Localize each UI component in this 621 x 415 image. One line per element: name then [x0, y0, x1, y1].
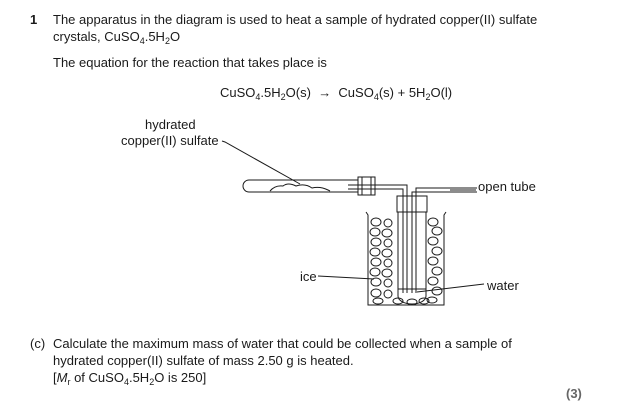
label-open-tube: open tube	[478, 179, 536, 194]
ice-cubes-right	[426, 217, 443, 304]
bung-left	[357, 176, 376, 196]
marks: (3)	[566, 386, 582, 401]
part-c-letter: (c)	[30, 336, 46, 351]
question-number: 1	[30, 12, 38, 27]
label-ice: ice	[300, 269, 317, 284]
part-c-line1: Calculate the maximum mass of water that…	[53, 336, 512, 351]
question-intro-line1: The apparatus in the diagram is used to …	[53, 12, 538, 27]
water-leader	[416, 283, 485, 293]
crystals	[269, 183, 331, 192]
boiling-tube	[242, 179, 367, 193]
chemical-equation: CuSO4.5H2O(s) → CuSO4(s) + 5H2O(l)	[220, 85, 453, 102]
ice-cubes-left	[369, 217, 393, 305]
beaker	[365, 211, 447, 306]
part-c-line3: [Mr of CuSO4.5H2O is 250]	[53, 370, 207, 387]
label-hydrated: hydrated	[145, 117, 196, 132]
label-leader-line	[221, 140, 301, 185]
equation-intro: The equation for the reaction that takes…	[53, 55, 327, 70]
ice-cubes-bottom	[392, 297, 430, 306]
label-copper-sulfate: copper(II) sulfate	[121, 133, 219, 148]
ice-leader	[317, 275, 375, 280]
label-water: water	[487, 278, 519, 293]
part-c-line2: hydrated copper(II) sulfate of mass 2.50…	[53, 353, 354, 368]
question-intro-line2: crystals, CuSO4.5H2O	[53, 29, 181, 46]
